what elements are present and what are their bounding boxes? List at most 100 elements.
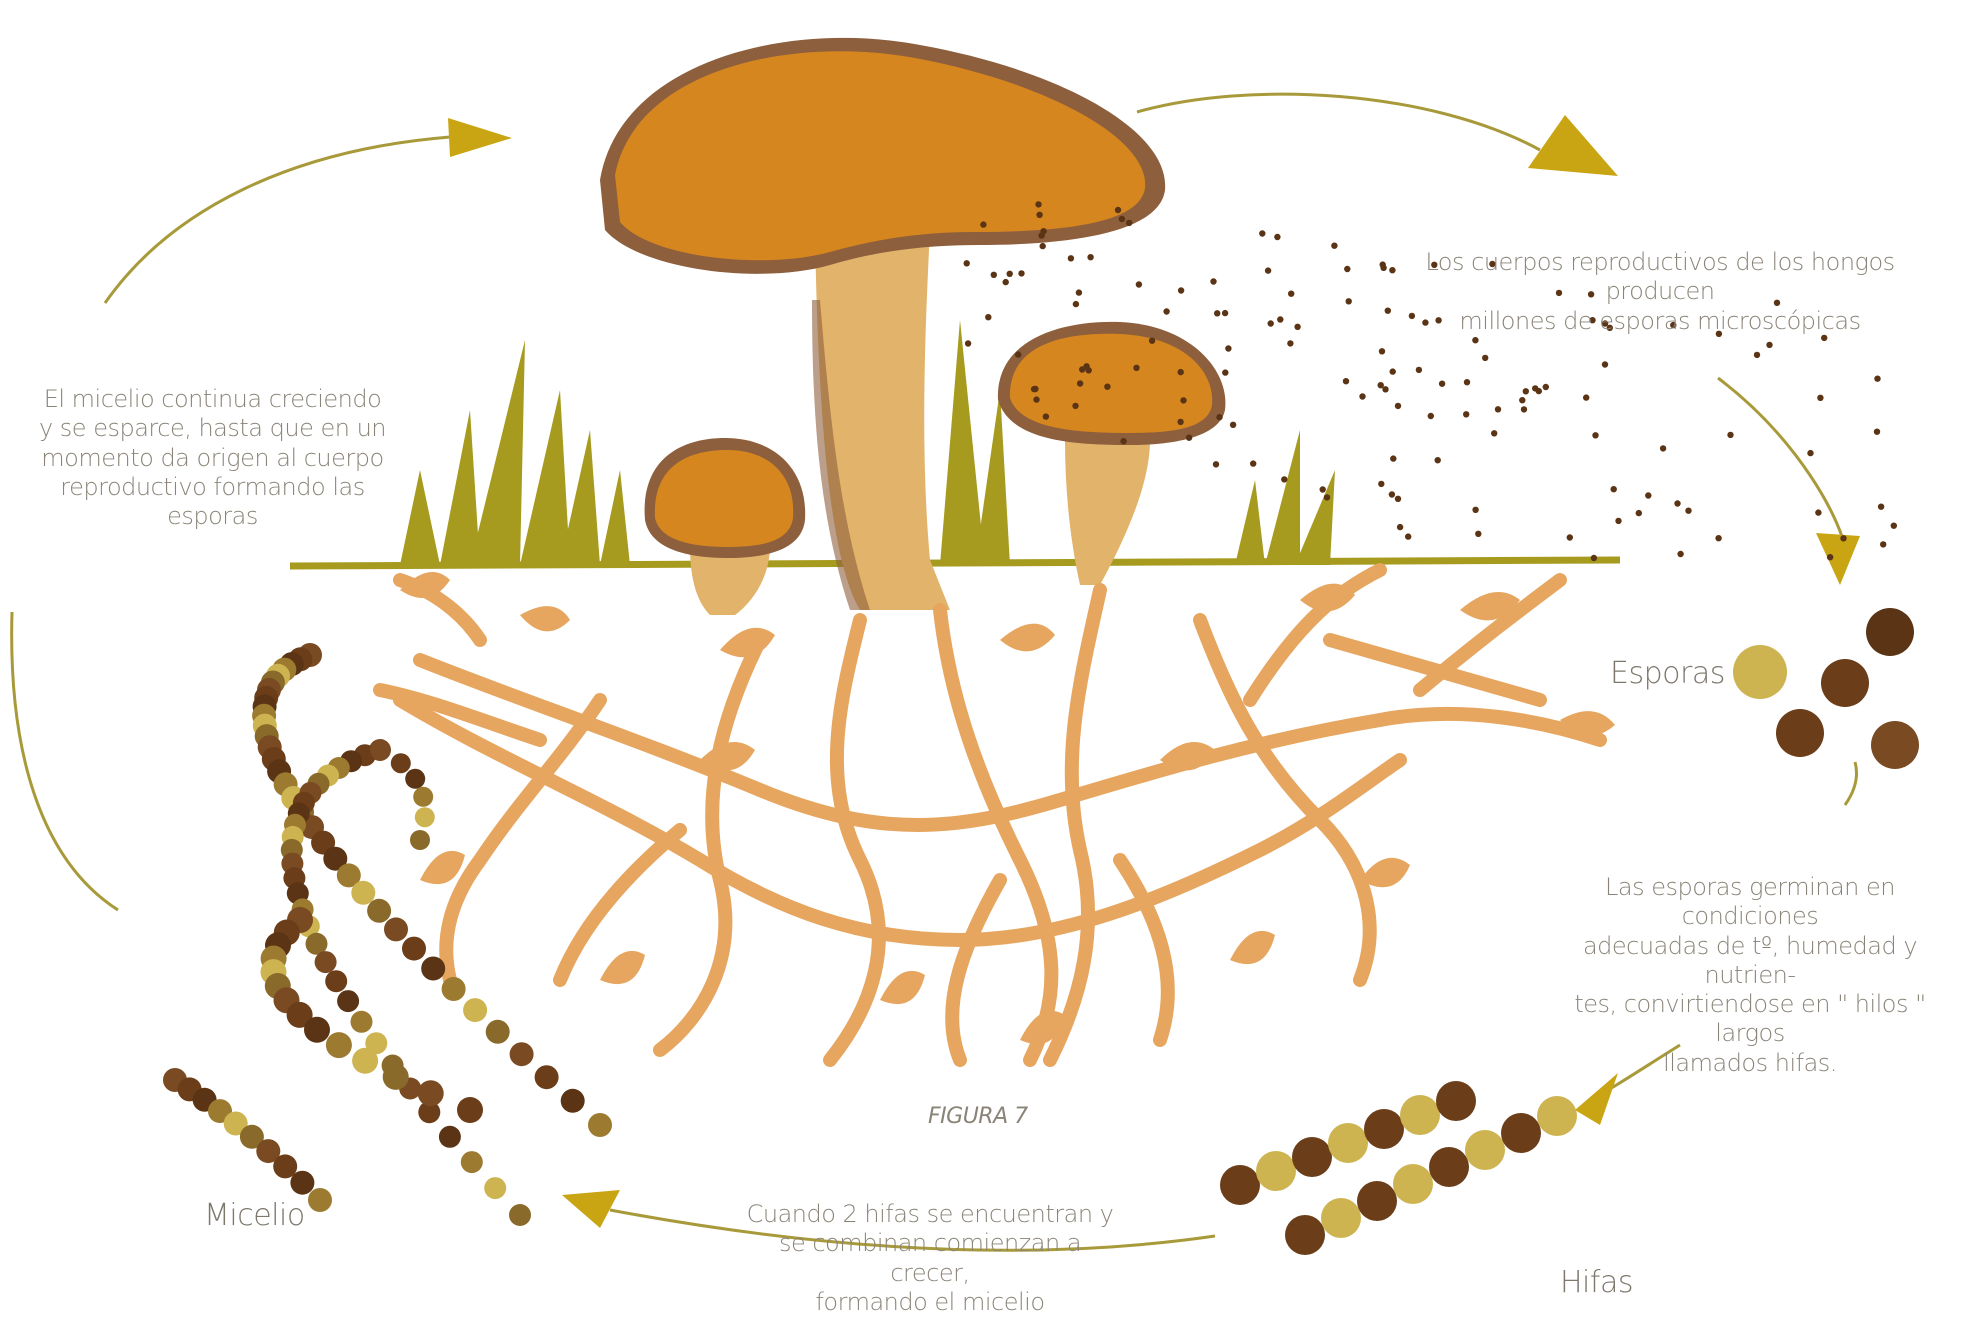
mycelium-cell [351, 881, 375, 905]
mushroom-small [645, 438, 806, 615]
spore-dot [1077, 380, 1083, 386]
spore-dot [1428, 413, 1434, 419]
mycelium-cell [337, 990, 359, 1012]
spore-dot [1216, 414, 1222, 420]
spore-dot [1250, 460, 1256, 466]
spore-dot [1149, 338, 1155, 344]
mycelium-cell [442, 977, 466, 1001]
spore-dot [1259, 230, 1265, 236]
mycelium-cell [290, 1171, 314, 1195]
figure-caption: FIGURA 7 [928, 1104, 1028, 1131]
spore-dot [1031, 386, 1037, 392]
spore-dot [1018, 270, 1024, 276]
arrowhead-right-down [1816, 533, 1860, 585]
spore-dot [1180, 397, 1186, 403]
spore-dot [1035, 201, 1041, 207]
spore-dot [1294, 324, 1300, 330]
spore-dot [1482, 355, 1488, 361]
hyphae-label: Hifas [1560, 1265, 1633, 1302]
spore-dot [1073, 301, 1079, 307]
spore-dot [1003, 279, 1009, 285]
spore-dot [1083, 363, 1089, 369]
spore-dot [1287, 340, 1293, 346]
spore-dot [1766, 342, 1772, 348]
spore-dot [1463, 411, 1469, 417]
spore-dot [1521, 406, 1527, 412]
spore-dot [1222, 369, 1228, 375]
spore-dot [1265, 267, 1271, 273]
spores-produced-text: Los cuerpos reproductivos de los hongos … [1370, 248, 1950, 336]
spore-dot [1274, 234, 1280, 240]
hypha-cell [1429, 1147, 1469, 1187]
mycelium-cell [402, 937, 426, 961]
spore-dot [1592, 432, 1598, 438]
spore-dot [1343, 378, 1349, 384]
spore-dot [1288, 291, 1294, 297]
hypha-cell [1364, 1109, 1404, 1149]
spore-dot [985, 314, 991, 320]
mycelium-cell [384, 917, 408, 941]
spore-dot [1602, 361, 1608, 367]
hypha-cell [1465, 1130, 1505, 1170]
mycelium-cell [484, 1177, 506, 1199]
spore-dot [1519, 397, 1525, 403]
spore-dot [1213, 461, 1219, 467]
spore-dot [1715, 535, 1721, 541]
spore-dot [1379, 348, 1385, 354]
spore-dot [1346, 298, 1352, 304]
hypha-cell [1220, 1165, 1260, 1205]
mycelium-cell [535, 1065, 559, 1089]
spore-dot [1320, 486, 1326, 492]
mycelium-cell [463, 998, 487, 1022]
germination-text: Las esporas germinan en condiciones adec… [1540, 873, 1960, 1078]
spore-dot [1115, 207, 1121, 213]
hypha-cell [1328, 1123, 1368, 1163]
mycelium-cell [461, 1151, 483, 1173]
mushroom-medium [998, 322, 1226, 585]
spore-dot [1120, 438, 1126, 444]
spore-dot [1036, 212, 1042, 218]
spore-dot [1685, 508, 1691, 514]
spore-dot [1324, 494, 1330, 500]
spore-dot [1874, 429, 1880, 435]
mycelium-cell [304, 1017, 330, 1043]
mycelium-cell [405, 769, 425, 789]
mycelium-cell [410, 830, 430, 850]
arrowhead-hifas-in [1575, 1073, 1618, 1125]
spore-dot [1395, 496, 1401, 502]
spore-dot [1495, 406, 1501, 412]
mycelium-cell [439, 1126, 461, 1148]
spore-dot [1178, 369, 1184, 375]
hypha-cell [1400, 1095, 1440, 1135]
spore-dot [1660, 445, 1666, 451]
spore-dot [1344, 266, 1350, 272]
mycelium-cell [351, 1011, 373, 1033]
spore-dot [1177, 419, 1183, 425]
spore-dot [1076, 289, 1082, 295]
mycelium-label: Micelio [204, 1198, 305, 1235]
spore-dot [1119, 216, 1125, 222]
spore-dot [1210, 278, 1216, 284]
spore-dot [1815, 509, 1821, 515]
spore-dot [964, 260, 970, 266]
spore-dot [1277, 316, 1283, 322]
spore-dot [1439, 381, 1445, 387]
mycelium-growth-text: El micelio continua creciendo y se espar… [35, 385, 390, 531]
spore-dot [1068, 255, 1074, 261]
hyphae-chains [1220, 1081, 1577, 1255]
mycelium-cell [325, 970, 347, 992]
spore-dot [1472, 507, 1478, 513]
spore-dot [1072, 403, 1078, 409]
spore-dot [1543, 384, 1549, 390]
underground-mycelium [380, 570, 1600, 1060]
spore-dot [1827, 554, 1833, 560]
spore-dot [1104, 384, 1110, 390]
hypha-cell [1537, 1096, 1577, 1136]
arrowhead-top-left [448, 118, 512, 157]
mycelium-cell [486, 1020, 510, 1044]
spore-dot [1268, 320, 1274, 326]
mycelium-cell [509, 1204, 531, 1226]
spore-dot [1880, 541, 1886, 547]
spore-dot [1583, 394, 1589, 400]
spore-dot [1389, 491, 1395, 497]
